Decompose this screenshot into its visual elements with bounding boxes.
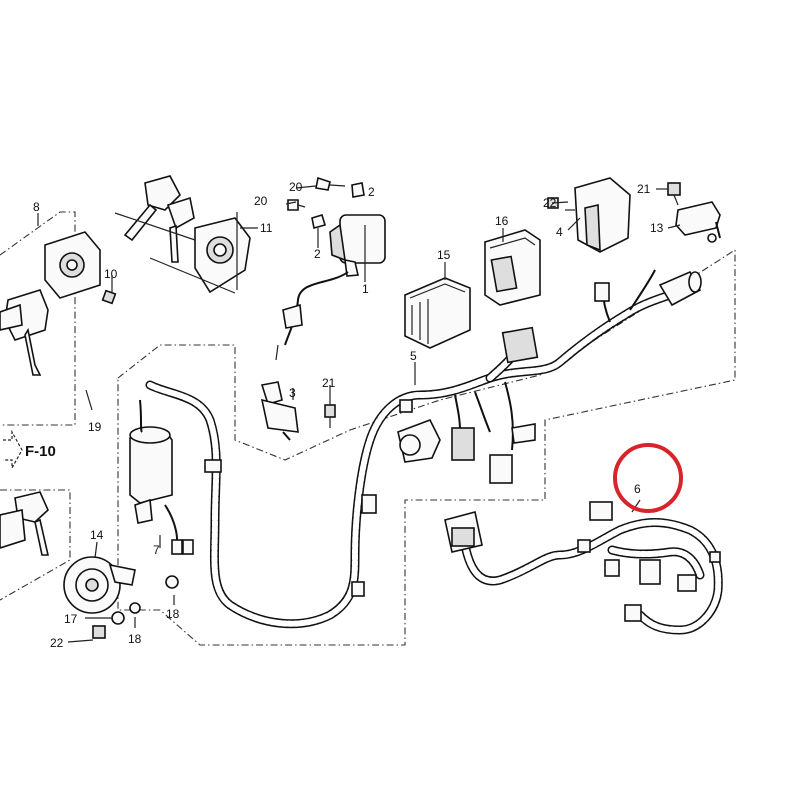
horn-part [63, 556, 136, 614]
group-outline-lock-set [0, 211, 76, 426]
callout-7: 7 [153, 543, 160, 557]
fuse-box-part [484, 229, 541, 306]
callout-19: 19 [88, 420, 102, 434]
bolt-part [324, 404, 336, 428]
callout-3: 3 [289, 386, 296, 400]
callout-8: 8 [33, 200, 40, 214]
callout-11: 11 [260, 221, 273, 235]
callout-18-right: 18 [166, 607, 180, 621]
callout-21-upper: 21 [637, 182, 651, 196]
callout-5: 5 [410, 349, 417, 363]
main-wire-harness [145, 269, 702, 629]
fastener-parts [92, 575, 179, 639]
callout-14: 14 [90, 528, 104, 542]
callout-22-upper: 22 [543, 196, 557, 210]
callout-17: 17 [64, 612, 78, 626]
fuel-unit-part [129, 399, 194, 555]
callout-20-upper: 20 [289, 180, 303, 194]
leader-lines [37, 185, 681, 643]
ignition-coil-part [275, 176, 386, 361]
connector-part [667, 182, 721, 243]
callout-4: 4 [556, 225, 563, 239]
ignition-switch-part [114, 175, 251, 294]
reference-arrow-f10: F-10 [3, 429, 56, 471]
lock-set-part [0, 231, 117, 376]
callout-13: 13 [650, 221, 664, 235]
callout-1: 1 [362, 282, 369, 296]
callout-15: 15 [437, 248, 451, 262]
callout-16: 16 [495, 214, 509, 228]
reference-label: F-10 [25, 443, 56, 460]
regulator-rectifier-part [404, 277, 471, 349]
callout-2-upper: 2 [368, 185, 375, 199]
key-set-lower-part [0, 491, 50, 556]
sub-wire-harness [444, 501, 723, 635]
callout-10: 10 [104, 267, 118, 281]
callout-21-lower: 21 [322, 376, 336, 390]
callout-20-lower: 20 [254, 194, 268, 208]
callout-18-left: 18 [128, 632, 142, 646]
relay-part [547, 177, 631, 253]
callout-6: 6 [634, 482, 641, 496]
group-outline-upper-main [117, 248, 736, 646]
highlight-circle [613, 443, 683, 513]
callout-2-lower: 2 [314, 247, 321, 261]
spark-plug-cap-part [260, 381, 299, 441]
group-outline-lower-keys [0, 489, 71, 601]
callout-22-lower: 22 [50, 636, 64, 650]
callout-labels: 8 10 11 20 20 2 2 1 3 21 15 16 5 22 4 21… [33, 180, 664, 650]
